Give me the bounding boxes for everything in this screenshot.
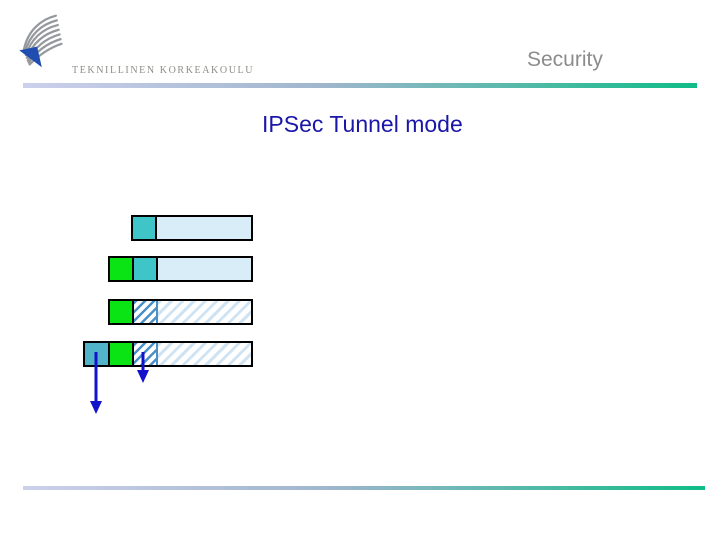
packet-row-final-tunnel bbox=[83, 341, 253, 367]
seg-new-ip-header bbox=[110, 343, 134, 365]
packet-row-original bbox=[131, 215, 253, 241]
header-divider bbox=[23, 83, 697, 88]
university-logo-icon bbox=[19, 14, 63, 68]
packet-row-encrypted bbox=[108, 299, 253, 325]
seg-encrypted-payload bbox=[158, 343, 251, 365]
footer-divider bbox=[23, 486, 705, 490]
slide-title: IPSec Tunnel mode bbox=[262, 111, 463, 137]
seg-encrypted-header bbox=[134, 343, 158, 365]
arrow-from-encrypted-header bbox=[137, 352, 149, 383]
seg-ip-header bbox=[134, 258, 158, 280]
seg-ip-header bbox=[133, 217, 157, 239]
seg-encrypted-header bbox=[134, 301, 158, 323]
seg-new-ip-header bbox=[110, 258, 134, 280]
slide-header-label: Security bbox=[527, 48, 603, 71]
packet-row-outer-header-added bbox=[108, 256, 253, 282]
arrow-from-outer-ip-header bbox=[90, 352, 102, 414]
university-name: TEKNILLINEN KORKEAKOULU bbox=[72, 65, 255, 76]
seg-new-ip-header bbox=[110, 301, 134, 323]
seg-payload bbox=[157, 217, 251, 239]
seg-payload bbox=[158, 258, 251, 280]
seg-encrypted-payload bbox=[158, 301, 251, 323]
